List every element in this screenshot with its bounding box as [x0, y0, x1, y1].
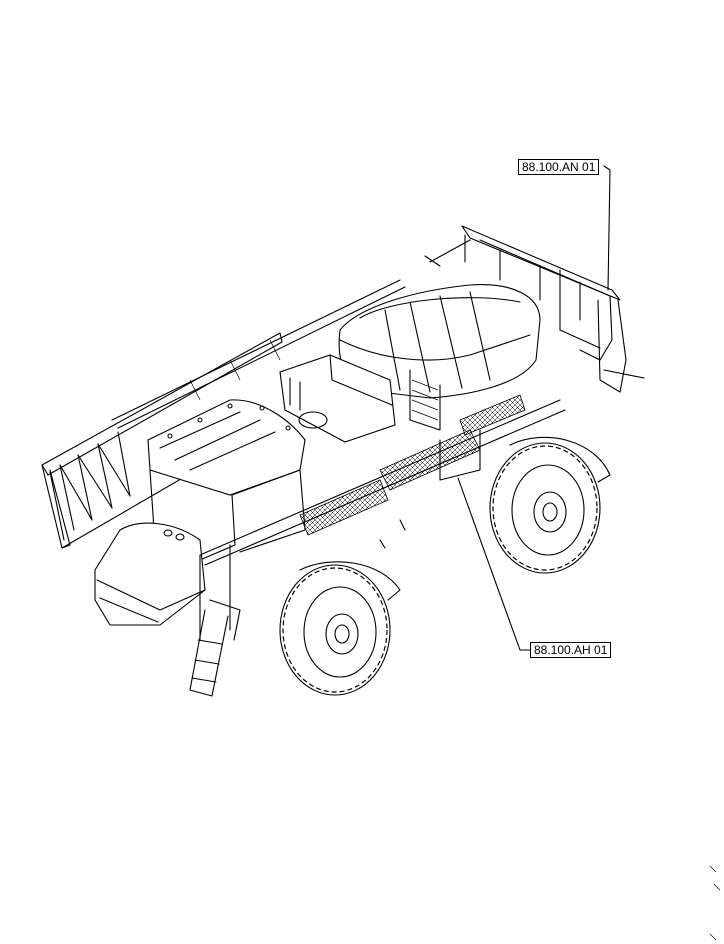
engine-compartment	[279, 354, 396, 443]
front-wheel	[279, 561, 401, 696]
rear-boom-frame	[424, 225, 645, 393]
left-boom	[41, 279, 406, 549]
callout-label-88-100-an-01[interactable]: 88.100.AN 01	[518, 159, 600, 175]
leader-line-ah	[457, 477, 531, 651]
chassis-frame	[199, 394, 566, 641]
leader-line-an	[603, 165, 611, 291]
main-tank	[338, 284, 541, 431]
ladder	[189, 599, 241, 697]
rear-wheel	[489, 436, 611, 574]
callout-label-88-100-ah-01[interactable]: 88.100.AH 01	[530, 642, 612, 658]
corner-marks	[709, 865, 721, 941]
front-hood	[94, 522, 206, 626]
cab	[147, 399, 306, 561]
